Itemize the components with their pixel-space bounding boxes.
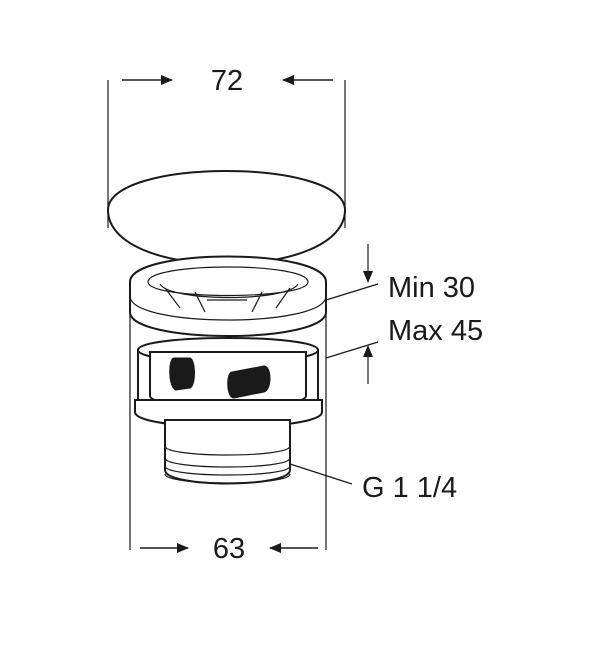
label-max: Max 45 [388, 315, 483, 347]
body [136, 337, 320, 419]
label-thread: G 1 1/4 [362, 472, 457, 504]
label-63: 63 [213, 533, 245, 565]
dimension-63: 63 [129, 290, 327, 565]
dimension-72: 72 [107, 65, 346, 228]
threaded-tail [164, 419, 291, 485]
flange [129, 255, 327, 337]
thread-callout: G 1 1/4 [289, 463, 457, 504]
thread-leader [289, 463, 353, 485]
thickness-callout: Min 30 Max 45 [325, 244, 483, 384]
min-leader [325, 283, 379, 301]
max-leader [325, 341, 379, 359]
label-72: 72 [211, 65, 243, 97]
cap [106, 170, 347, 266]
label-min: Min 30 [388, 272, 475, 304]
overflow-slot-right [227, 365, 271, 399]
overflow-slot-left [169, 357, 195, 391]
